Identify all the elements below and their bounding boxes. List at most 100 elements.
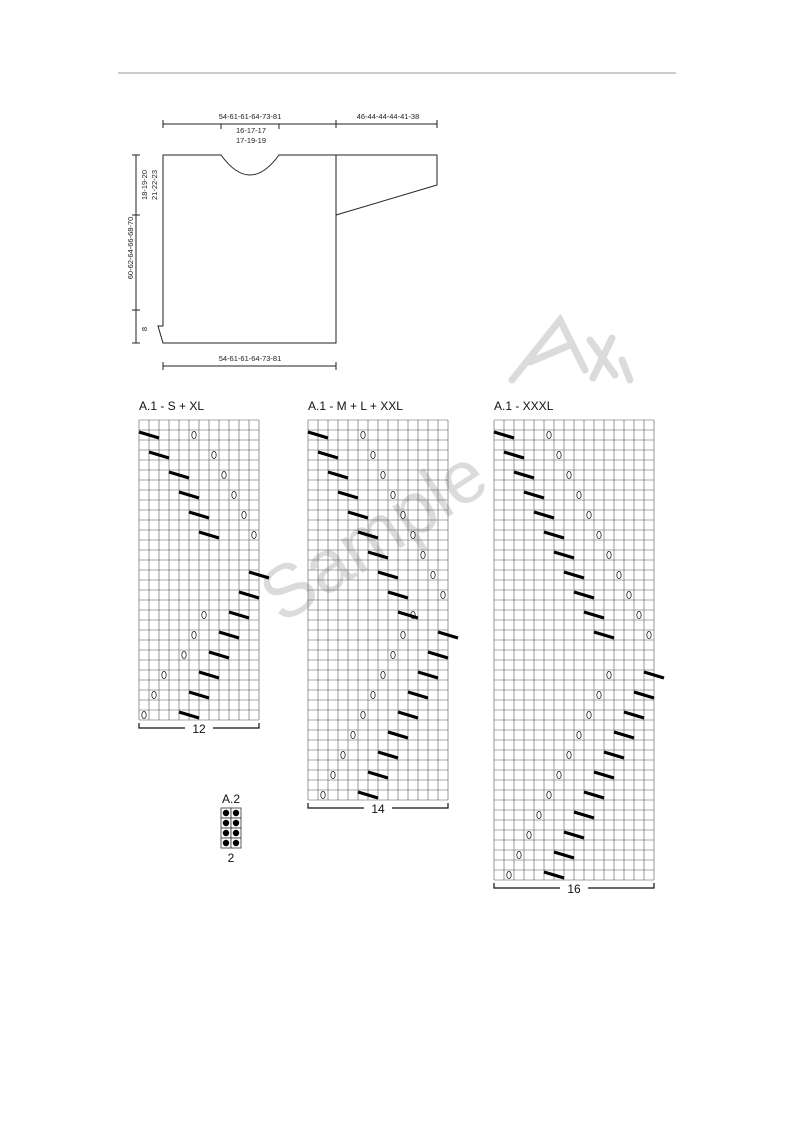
decrease-symbol bbox=[573, 590, 595, 600]
yarn-over-symbol bbox=[616, 571, 622, 580]
decrease-symbol bbox=[563, 570, 585, 580]
yarn-over-symbol bbox=[526, 831, 532, 840]
yarn-over-symbol bbox=[556, 771, 562, 780]
yarn-over-symbol bbox=[556, 450, 562, 459]
decrease-symbol bbox=[593, 630, 615, 640]
yarn-over-symbol bbox=[566, 751, 572, 760]
repeat-stitch-count: 12 bbox=[192, 722, 206, 736]
yarn-over-symbol bbox=[596, 691, 602, 700]
decrease-symbol bbox=[198, 530, 220, 540]
yarn-over-symbol bbox=[221, 470, 227, 479]
decrease-symbol bbox=[178, 490, 200, 500]
chart-a1-xxxl: A.1 - XXXL 16 bbox=[493, 399, 665, 896]
decrease-symbol bbox=[583, 610, 605, 620]
decrease-symbol bbox=[583, 790, 605, 800]
yarn-over-symbol bbox=[536, 811, 542, 820]
yarn-over-symbol bbox=[636, 611, 642, 620]
decrease-symbol bbox=[573, 810, 595, 820]
armhole-depth-label-1: 18-19-20 bbox=[140, 170, 149, 200]
yarn-over-symbol bbox=[251, 531, 257, 540]
chart-title: A.1 - M + L + XXL bbox=[308, 399, 403, 413]
top-width-label: 54-61-61-64-73-81 bbox=[219, 112, 282, 121]
yarn-over-symbol bbox=[191, 631, 197, 640]
yarn-over-symbol bbox=[606, 671, 612, 680]
repeat-stitch-count: 14 bbox=[371, 802, 385, 816]
decrease-symbol bbox=[387, 730, 409, 740]
decrease-symbol bbox=[238, 590, 260, 600]
chart-title: A.2 bbox=[222, 792, 240, 806]
bracket-label-bg bbox=[185, 724, 213, 732]
purl-symbol bbox=[232, 829, 240, 837]
yarn-over-symbol bbox=[231, 490, 237, 499]
yarn-over-symbol bbox=[360, 711, 366, 720]
bracket-label-bg bbox=[364, 804, 392, 812]
decrease-symbol bbox=[327, 470, 349, 480]
decrease-symbol bbox=[357, 790, 379, 800]
yarn-over-symbol bbox=[586, 711, 592, 720]
decrease-symbol bbox=[148, 450, 170, 460]
body-outline bbox=[157, 154, 337, 344]
decrease-symbol bbox=[407, 690, 429, 700]
schematic-labels: 54-61-61-64-73-81 46-44-44-44-41-38 16-1… bbox=[126, 112, 419, 363]
bracket-label-bg bbox=[560, 884, 588, 892]
sleeve-outline bbox=[335, 154, 438, 216]
decrease-symbol bbox=[623, 710, 645, 720]
yarn-over-symbol bbox=[350, 731, 356, 740]
chart-grid bbox=[307, 419, 449, 801]
garment-schematic bbox=[132, 120, 438, 370]
yarn-over-symbol bbox=[211, 450, 217, 459]
repeat-stitch-count: 2 bbox=[228, 851, 235, 865]
decrease-symbol bbox=[188, 510, 210, 520]
decrease-symbol bbox=[188, 690, 210, 700]
decrease-symbol bbox=[553, 550, 575, 560]
purl-symbol bbox=[232, 839, 240, 847]
watermark-logo bbox=[508, 313, 634, 384]
yarn-over-symbol bbox=[440, 591, 446, 600]
yarn-over-symbol bbox=[546, 430, 552, 439]
decrease-symbol bbox=[168, 470, 190, 480]
chart-grid bbox=[493, 419, 655, 881]
decrease-symbol bbox=[337, 490, 359, 500]
purl-symbol bbox=[222, 839, 230, 847]
yarn-over-symbol bbox=[516, 851, 522, 860]
yarn-over-symbol bbox=[380, 671, 386, 680]
decrease-symbol bbox=[417, 670, 439, 680]
decrease-symbol bbox=[248, 570, 270, 580]
decrease-symbol bbox=[228, 610, 250, 620]
yarn-over-symbol bbox=[161, 671, 167, 680]
decrease-symbol bbox=[397, 710, 419, 720]
decrease-symbol bbox=[503, 450, 525, 460]
decrease-symbol bbox=[603, 750, 625, 760]
yarn-over-symbol bbox=[380, 470, 386, 479]
yarn-over-symbol bbox=[201, 611, 207, 620]
yarn-over-symbol bbox=[566, 470, 572, 479]
decrease-symbol bbox=[347, 510, 369, 520]
yarn-over-symbol bbox=[340, 751, 346, 760]
decrease-symbol bbox=[208, 650, 230, 660]
decrease-symbol bbox=[387, 590, 409, 600]
decrease-symbol bbox=[218, 630, 240, 640]
yarn-over-symbol bbox=[390, 651, 396, 660]
decrease-symbol bbox=[593, 770, 615, 780]
body-length-label: 60-62-64-66-68-70 bbox=[126, 217, 135, 280]
yarn-over-symbol bbox=[400, 631, 406, 640]
decrease-symbol bbox=[553, 850, 575, 860]
yarn-over-symbol bbox=[576, 731, 582, 740]
yarn-over-symbol bbox=[506, 871, 512, 880]
yarn-over-symbol bbox=[626, 591, 632, 600]
chart-title: A.1 - XXXL bbox=[494, 399, 554, 413]
decrease-symbol bbox=[523, 490, 545, 500]
yarn-over-symbol bbox=[430, 571, 436, 580]
decrease-symbol bbox=[493, 430, 515, 440]
sleeve-length-label: 46-44-44-44-41-38 bbox=[357, 112, 420, 121]
decrease-symbol bbox=[397, 610, 419, 620]
yarn-over-symbol bbox=[370, 691, 376, 700]
yarn-over-symbol bbox=[370, 450, 376, 459]
purl-symbol bbox=[222, 829, 230, 837]
bottom-width-label: 54-61-61-64-73-81 bbox=[219, 354, 282, 363]
yarn-over-symbol bbox=[400, 510, 406, 519]
repeat-stitch-count: 16 bbox=[567, 882, 581, 896]
decrease-symbol bbox=[513, 470, 535, 480]
decrease-symbol bbox=[198, 670, 220, 680]
